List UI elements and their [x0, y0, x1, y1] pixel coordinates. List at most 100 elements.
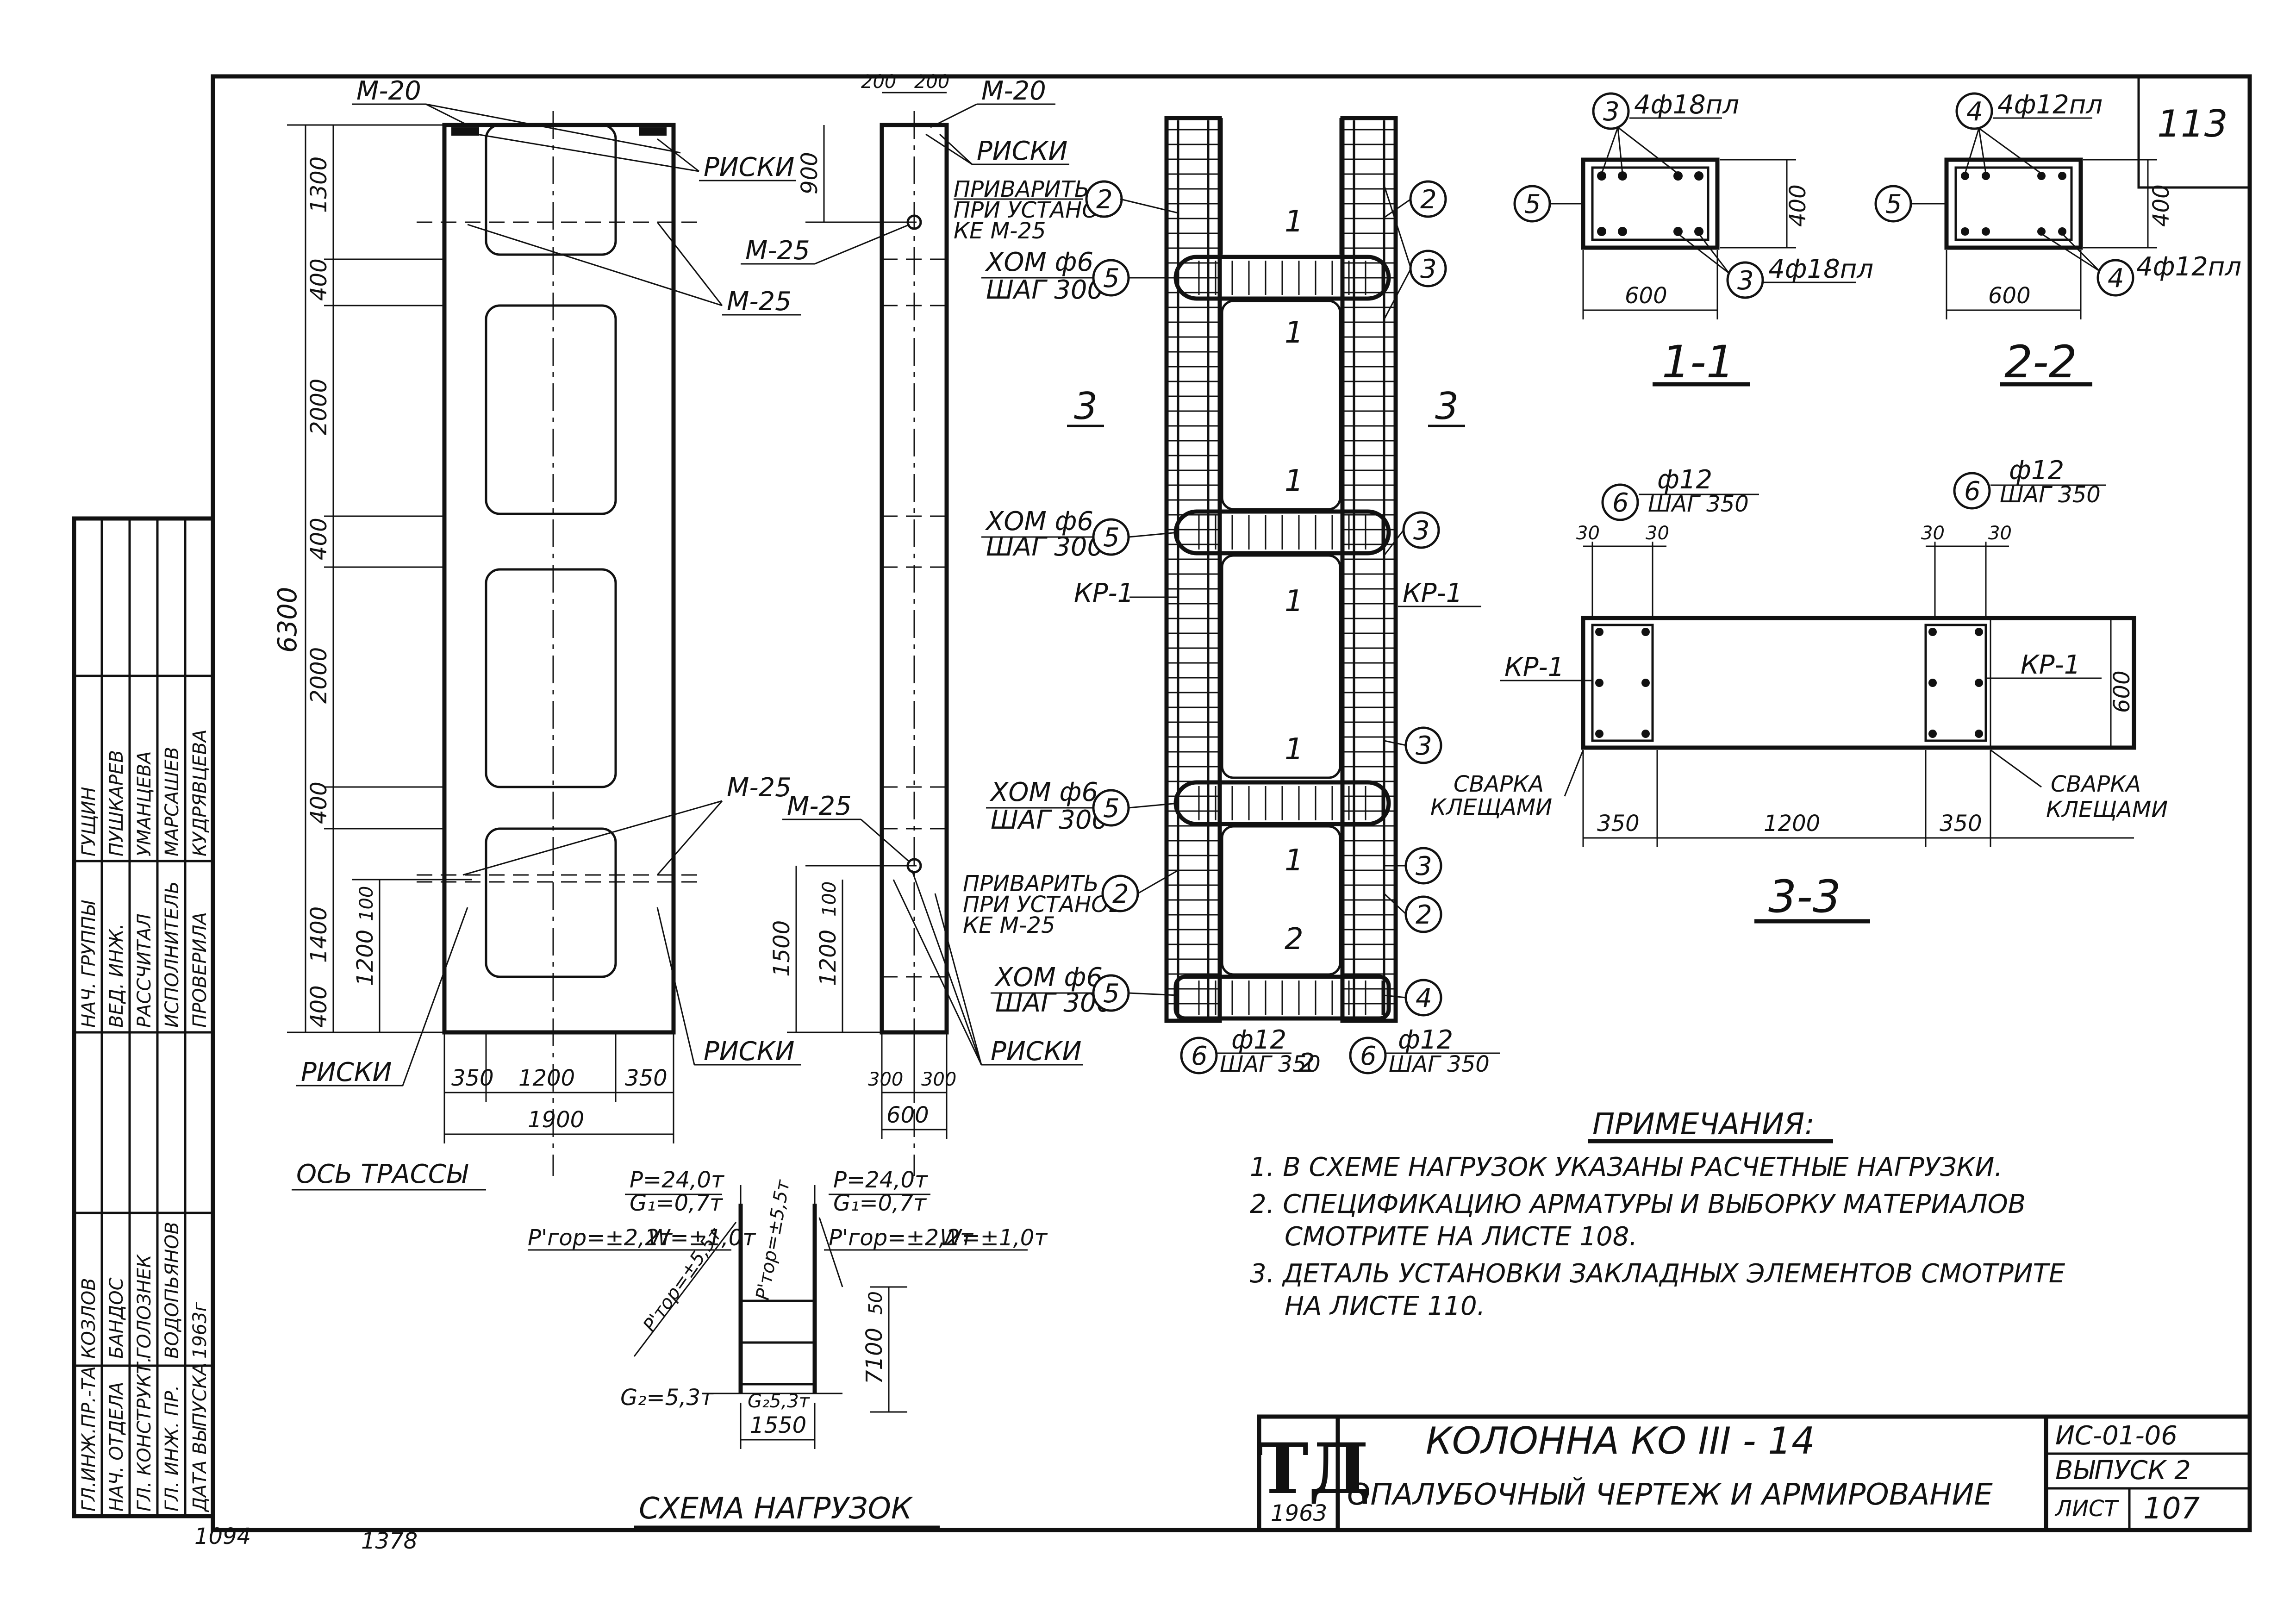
cut-1-e: 1: [1285, 732, 1304, 767]
label-xomut-4: ХОМ ф6: [994, 962, 1103, 993]
s11-title: 1-1: [1662, 336, 1734, 388]
s22-dim-400: 400: [2148, 184, 2174, 227]
load-phor-left: Р'гор=±2,2т: [528, 1225, 673, 1251]
stamp-name: МАРСАШЕВ: [162, 747, 183, 856]
s22-bubble-4-bottom: 4: [2108, 263, 2124, 294]
cut-1-d: 1: [1285, 584, 1304, 618]
s22-bubble-5: 5: [1885, 189, 1902, 219]
label-phi12-a: ф12: [1231, 1025, 1286, 1055]
note-2a: 2. СПЕЦИФИКАЦИЮ АРМАТУРЫ И ВЫБОРКУ МАТЕР…: [1250, 1189, 2026, 1219]
elevation-side: [787, 92, 949, 1176]
label-privarit-top: ПРИВАРИТЬ: [954, 176, 1090, 202]
load-g2-left: G₂=5,3т: [620, 1385, 714, 1411]
cut-1-b: 1: [1285, 316, 1304, 350]
dim-400-d: 400: [306, 985, 332, 1028]
stamp-role: РАССЧИТАЛ: [134, 913, 155, 1028]
stamp-role: ГЛ. КОНСТРУКТ.: [134, 1357, 155, 1512]
bubble-6-a: 6: [1191, 1041, 1208, 1071]
label-m25-top: М-25: [727, 287, 792, 317]
label-xomut-3: ХОМ ф6: [989, 777, 1098, 807]
load-p-left: Р=24,0т: [630, 1167, 725, 1193]
label-xomut-2: ХОМ ф6: [985, 506, 1093, 537]
sheet-label: ЛИСТ: [2054, 1496, 2120, 1522]
load-ptor-right: Р'тор=±5,5т: [752, 1178, 794, 1302]
bubble-5-a: 5: [1103, 263, 1120, 294]
series-code: ИС-01-06: [2055, 1421, 2177, 1451]
dim-1200-side: 1200: [815, 930, 841, 986]
load-w-left: W=±1,0т: [648, 1225, 756, 1251]
label-pri-ustanov-bottom: ПРИ УСТАНОВ: [963, 892, 1124, 918]
dim-6300: 6300: [273, 587, 303, 653]
dim-100: 100: [356, 886, 377, 921]
s33-title: 3-3: [1768, 871, 1841, 923]
s33-kr1-right: КР-1: [2021, 650, 2080, 680]
load-dim-50: 50: [865, 1291, 886, 1315]
s11-bubble-3-bottom: 3: [1737, 266, 1754, 296]
bubble-3-d: 3: [1416, 851, 1432, 881]
s33-dim-30-d: 30: [1988, 523, 2012, 544]
reinforcement-cage: [1164, 116, 1398, 1023]
s33-dim-30-b: 30: [1646, 523, 1669, 544]
label-riski-bottom-left: РИСКИ: [301, 1057, 392, 1087]
s11-bars-bottom: 4ф18пл: [1768, 254, 1873, 284]
section-3-3: [1581, 542, 2136, 924]
s33-kr1-left: КР-1: [1504, 652, 1564, 682]
cut-2-bottom: 2: [1298, 1048, 1315, 1078]
dim-1400: 1400: [306, 906, 332, 963]
s11-dim-600: 600: [1625, 283, 1667, 309]
label-m25-side-top: М-25: [745, 236, 810, 266]
stamp-name: КОЗЛОВ: [78, 1278, 100, 1359]
load-dim-7100: 7100: [861, 1328, 887, 1384]
stamp-name: ВОДОПЬЯНОВ: [162, 1222, 183, 1359]
stamp-name: ГОЛОЗНЕК: [134, 1254, 155, 1359]
elevation-front: [287, 111, 704, 1176]
s22-bubble-4-top: 4: [1966, 97, 1983, 127]
label-m25-bottom: М-25: [727, 773, 792, 803]
s22-dim-600: 600: [1988, 283, 2031, 309]
dim-400-c: 400: [306, 781, 332, 824]
bubble-5-b: 5: [1103, 523, 1120, 553]
s11-dim-400: 400: [1785, 184, 1811, 227]
stamp-name: ГУЩИН: [78, 787, 100, 856]
load-scheme-title: СХЕМА НАГРУЗОК: [639, 1492, 913, 1526]
load-w-right: W=±1,0т: [940, 1225, 1048, 1251]
load-g2-right: G₂5,3т: [748, 1391, 811, 1412]
label-m20-left: М-20: [356, 76, 421, 106]
label-kr1-cage-right: КР-1: [1403, 578, 1462, 608]
dim-1900: 1900: [528, 1107, 584, 1133]
stamp-role: ВЕД. ИНЖ.: [106, 924, 127, 1028]
logo: ТД: [1257, 1428, 1370, 1510]
margin-note-a: 1094: [194, 1524, 251, 1549]
cut-3-left: 3: [1074, 385, 1098, 428]
dim-400-b: 400: [306, 518, 332, 560]
label-xomut-1: ХОМ ф6: [985, 247, 1093, 277]
dim-2000-a: 2000: [306, 379, 332, 435]
dim-200b: 200: [914, 71, 949, 93]
label-kr1-cage-left: КР-1: [1074, 578, 1134, 608]
s33-dim-350-left: 350: [1597, 811, 1640, 837]
label-ke-m25-top: КЕ М-25: [954, 218, 1046, 244]
sheet-number: 107: [2143, 1492, 2200, 1526]
signature-stamp: [72, 516, 215, 1518]
s11-bars-top: 4ф18пл: [1634, 90, 1739, 120]
bubble-2-a: 2: [1096, 185, 1113, 215]
note-1: 1. В СХЕМЕ НАГРУЗОК УКАЗАНЫ РАСЧЕТНЫЕ НА…: [1250, 1152, 2003, 1182]
label-m20-right: М-20: [981, 76, 1046, 106]
bubble-2-b: 2: [1112, 879, 1129, 909]
dim-1300: 1300: [306, 156, 332, 213]
stamp-role: НАЧ. ГРУППЫ: [78, 900, 100, 1028]
sheet-frame: [211, 74, 2252, 1532]
s33-phi12-left: ф12: [1657, 465, 1712, 495]
label-shag300-3: ШАГ 300: [991, 805, 1108, 835]
dim-100-side: 100: [819, 881, 840, 917]
s33-svarka-right: СВАРКА: [2051, 771, 2141, 797]
s22-bars-bottom: 4ф12пл: [2136, 252, 2241, 282]
s33-dim-30-a: 30: [1576, 523, 1600, 544]
stamp-role: ГЛ.ИНЖ.ПР.-ТА: [78, 1366, 100, 1512]
stamp-name: ПУШКАРЕВ: [106, 750, 127, 856]
label-shag350-b: ШАГ 350: [1389, 1051, 1490, 1077]
stamp-role: ГЛ. ИНЖ. ПР.: [162, 1385, 183, 1512]
section-2-2: [1944, 157, 2157, 387]
bubble-4-a: 4: [1416, 983, 1432, 1013]
